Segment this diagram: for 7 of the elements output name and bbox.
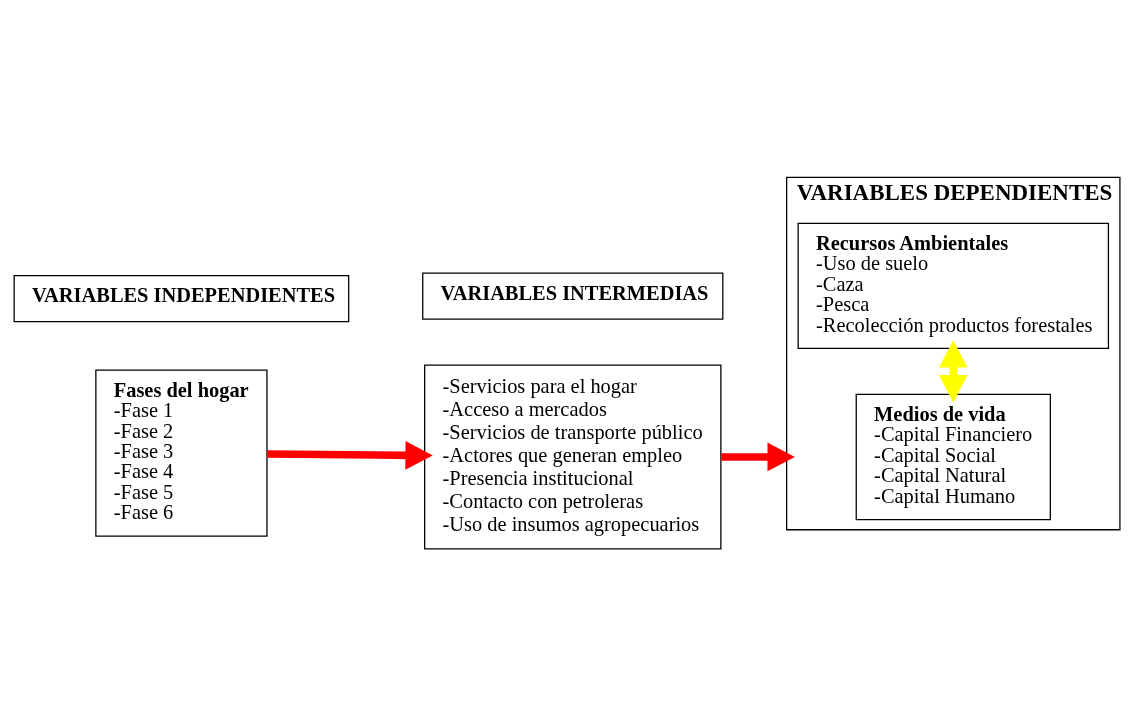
- node-box: VARIABLES INTERMEDIAS: [422, 271, 724, 320]
- node-box: Fases del hogar -Fase 1 -Fase 2 -Fase 3 -Fase 4 -Fase 5 -Fase 6: [95, 369, 268, 537]
- arrow: [938, 339, 968, 402]
- node-box: -Servicios para el hogar -Acceso a mercados -Servicios de transporte público -Actores que generan empleo -Presencia institucional -Contacto con petroleras -Uso de insumos agropecuarios: [424, 363, 722, 550]
- node-box: Recursos Ambientales -Uso de suelo -Caza -Pesca -Recolección productos forestales: [797, 222, 1110, 349]
- node-box: VARIABLES INDEPENDIENTES: [13, 274, 350, 322]
- node-box: Medios de vida -Capital Financiero -Capital Social -Capital Natural -Capital Humano: [855, 393, 1051, 520]
